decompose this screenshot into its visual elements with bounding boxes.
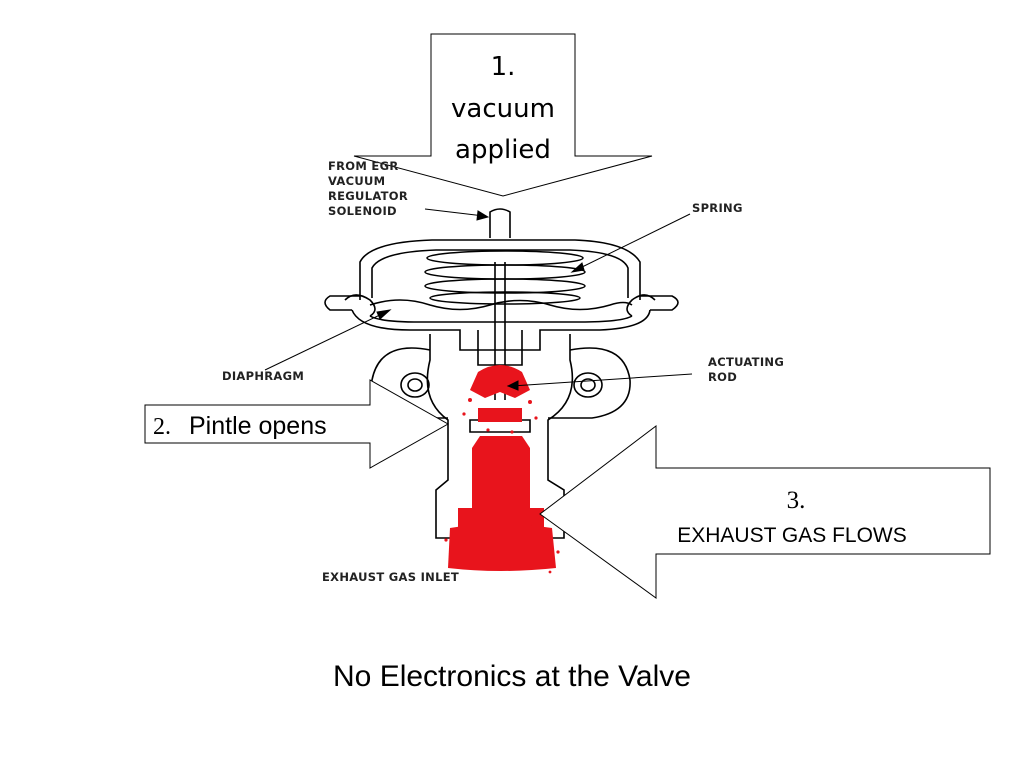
label-from-egr-1: FROM EGR: [328, 159, 399, 173]
label-exhaust-inlet: EXHAUST GAS INLET: [322, 570, 459, 584]
callout-3-number: 3.: [787, 487, 806, 514]
exhaust-flow: [448, 365, 556, 571]
callout-vacuum-applied: 1. vacuum applied: [353, 33, 653, 197]
label-diaphragm: DIAPHRAGM: [222, 369, 304, 383]
callout-3-text: EXHAUST GAS FLOWS: [677, 524, 907, 547]
callout-pintle-opens: 2. Pintle opens: [144, 379, 450, 469]
label-from-egr-3: REGULATOR: [328, 189, 408, 203]
label-from-egr-2: VACUUM: [328, 174, 385, 188]
callout-exhaust-flows: 3. EXHAUST GAS FLOWS: [539, 424, 991, 599]
caption: No Electronics at the Valve: [333, 660, 691, 693]
diagram-labels: FROM EGR VACUUM REGULATOR SOLENOID SPRIN…: [222, 159, 784, 584]
label-from-egr-4: SOLENOID: [328, 204, 397, 218]
callout-1-number: 1.: [491, 52, 516, 82]
callout-2-text: Pintle opens: [189, 412, 327, 440]
pointer-lines: [264, 208, 693, 391]
spring-coils: [424, 250, 586, 305]
label-spring: SPRING: [692, 201, 743, 215]
callout-1-line2: applied: [455, 135, 551, 165]
label-actuating-1: ACTUATING: [708, 355, 784, 369]
callout-2-number: 2.: [153, 414, 171, 440]
exhaust-particles: [444, 398, 560, 574]
diaphragm-membrane: [369, 299, 633, 311]
label-actuating-2: ROD: [708, 370, 737, 384]
callout-1-line1: vacuum: [451, 94, 555, 124]
